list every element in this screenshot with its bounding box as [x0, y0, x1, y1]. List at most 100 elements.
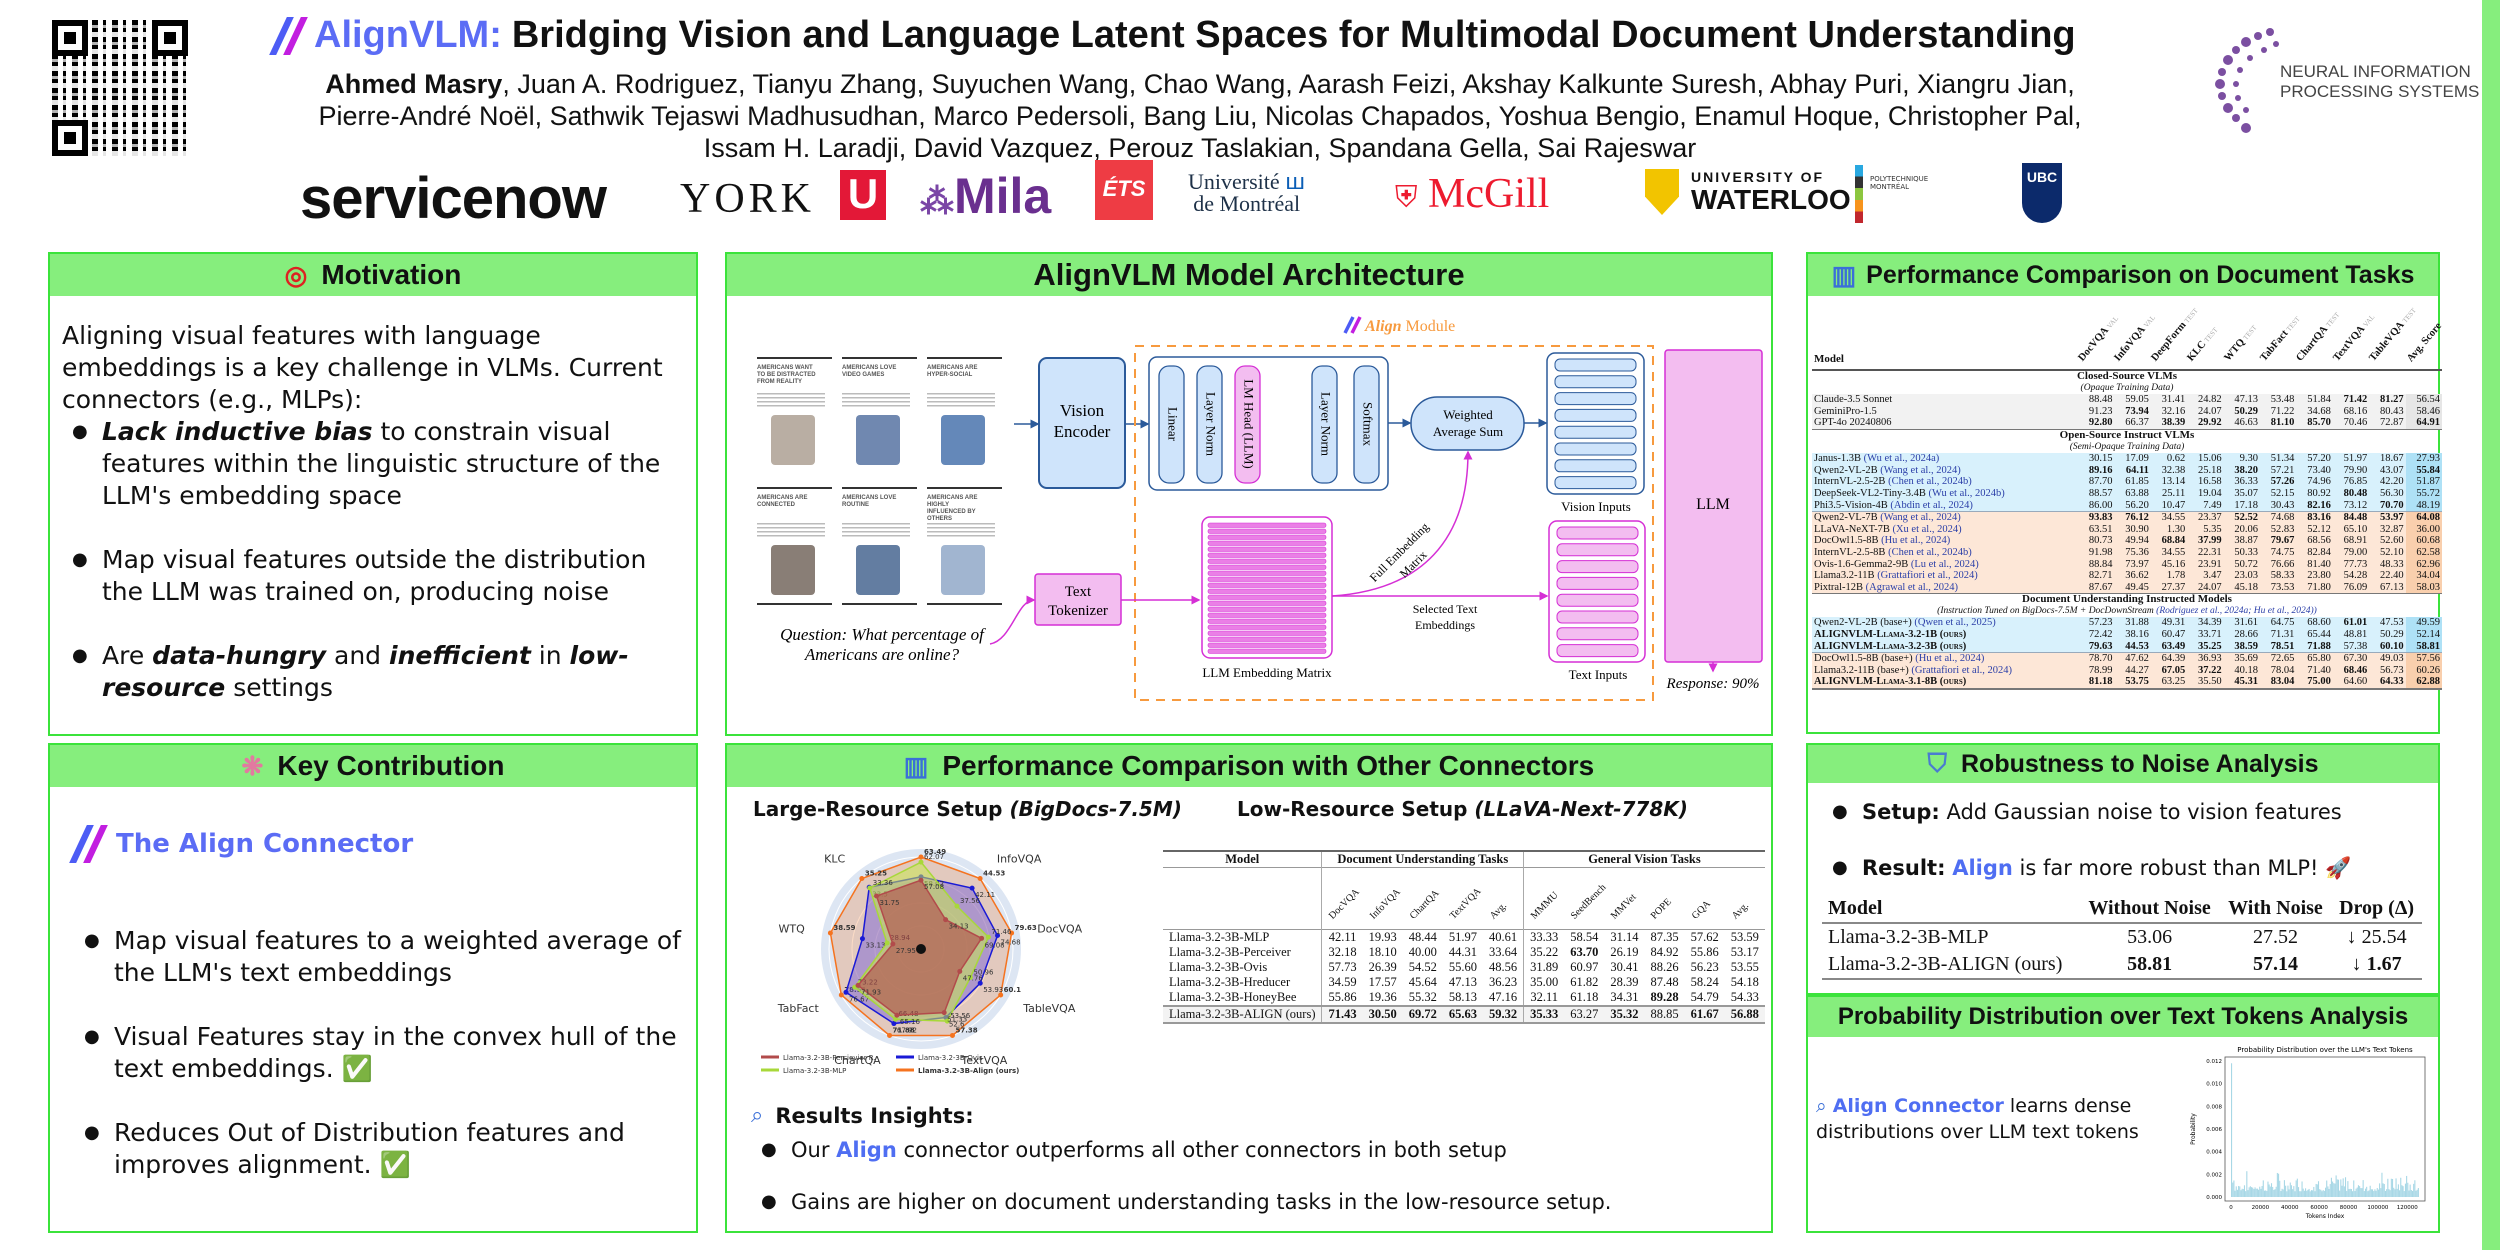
model-cell: ALIGNVLM-Llama-3.2-1B (ours): [1812, 629, 2079, 641]
infographic-heading: AMERICANS WANT: [757, 365, 813, 371]
radar-point: [843, 989, 849, 995]
ets-logo: ÉTS: [1095, 160, 1153, 220]
radar-point: [874, 893, 880, 899]
citation: (Grattafiori et al., 2024): [1877, 570, 1978, 582]
probability-bar: [2326, 1180, 2328, 1197]
citation: (Hu et al., 2024): [1915, 653, 1985, 665]
probability-header: Probability Distribution over Text Token…: [1808, 997, 2438, 1037]
value-cell: 43.07: [2369, 464, 2406, 477]
probability-bar: [2307, 1189, 2309, 1197]
citation: (Chen et al., 2024b): [1888, 546, 1972, 558]
selected-text-label: Selected Text: [1413, 602, 1478, 616]
robustness-header: ⛉ Robustness to Noise Analysis: [1808, 745, 2438, 783]
radar-value-label: 33.36: [873, 879, 894, 887]
value-cell: 45.18: [2223, 581, 2261, 594]
model-name: GeminiPro-1.5: [1814, 405, 1877, 417]
text-line: [842, 405, 910, 407]
text-line: [842, 401, 910, 403]
value-cell: 55.72: [2405, 487, 2442, 500]
chart-title: Probability Distribution over the LLM's …: [2237, 1046, 2413, 1054]
llm-label: LLM: [1696, 496, 1730, 513]
robustness-title: Robustness to Noise Analysis: [1961, 749, 2319, 778]
probability-bar: [2313, 1186, 2315, 1197]
divider: [757, 357, 832, 359]
probability-bar: [2278, 1173, 2280, 1197]
model-cell: Llama-3.2-3B-Ovis: [1163, 960, 1323, 975]
probability-bar: [2323, 1190, 2325, 1197]
probability-bar: [2343, 1186, 2345, 1197]
column-label: DocVQA: [1327, 886, 1363, 922]
value-cell: 9.30: [2223, 453, 2261, 465]
infographic-image: [941, 415, 985, 465]
performance-panel: ▥ Performance Comparison on Document Tas…: [1806, 252, 2444, 734]
radar-point: [892, 1016, 898, 1022]
radar-value-label: 74.68: [1001, 939, 1021, 947]
table-row: Llama3.2-11B (Grattafiori et al., 2024)8…: [1812, 570, 2442, 582]
probability-bar: [2390, 1178, 2392, 1197]
value-cell: 88.85: [1650, 1007, 1679, 1021]
probability-bar: [2354, 1191, 2356, 1197]
radar-point: [995, 933, 1001, 939]
embedding-row: [1207, 618, 1327, 624]
text-token: [1556, 560, 1639, 574]
ubc-logo: UBC: [2022, 163, 2062, 223]
infographic-heading: HIGHLY: [927, 502, 949, 508]
value-cell: 57.21: [2260, 464, 2297, 477]
value-cell: 82.16: [2296, 499, 2333, 512]
value-cell: 57.20: [2296, 453, 2333, 465]
probability-bar: [2341, 1185, 2343, 1197]
layer-block: [1353, 365, 1380, 484]
x-tick-label: 60000: [2310, 1205, 2328, 1211]
york-u-logo: U: [840, 170, 886, 220]
value-cell: 59.32: [1482, 1006, 1525, 1023]
neurips-dots-icon: [2215, 28, 2279, 133]
probability-bar: [2253, 1189, 2255, 1197]
value-cell: 68.46: [2332, 664, 2370, 677]
text-line: [757, 523, 825, 525]
value-cell: 1.78: [2150, 570, 2188, 582]
value-cell: 68.16: [2332, 405, 2370, 418]
text-token: [1556, 627, 1639, 641]
model-name: Janus-1.3B: [1814, 453, 1861, 465]
value-cell: 33.71: [2187, 629, 2224, 641]
insights-heading: ⌕ Results Insights:: [751, 1103, 974, 1128]
model-name: ALIGNVLM-Llama-3.2-3B (ours): [1814, 640, 1967, 652]
poster-title: AlignVLM: Bridging Vision and Language L…: [269, 14, 2110, 57]
probability-bar: [2309, 1191, 2311, 1197]
radar-value-label: 33.13: [865, 942, 885, 950]
value-cell: 65.10: [2332, 523, 2370, 536]
value-cell: 29.92: [2187, 417, 2224, 430]
infographic-heading: AMERICANS ARE: [757, 495, 807, 501]
radar-point: [957, 968, 963, 974]
probability-bar: [2353, 1180, 2355, 1197]
value-cell: 88.48: [2078, 394, 2115, 406]
qr-code[interactable]: [52, 20, 188, 156]
model-cell: DeepSeek-VL2-Tiny-3.4B (Wu et al., 2024b…: [1812, 487, 2079, 500]
model-cell: LLaVA-NeXT-7B (Xu et al., 2024): [1812, 523, 2079, 536]
probability-bar: [2299, 1191, 2301, 1197]
value-cell: 62.88: [2405, 676, 2442, 690]
value-cell: 52.60: [2369, 535, 2406, 547]
probability-bar: [2286, 1191, 2288, 1197]
column-label: Avg.: [1487, 900, 1509, 922]
embedding-row: [1207, 624, 1327, 630]
table-row: InternVL-2.5-2B (Chen et al., 2024b)87.7…: [1812, 476, 2442, 488]
value-cell: 64.08: [2405, 511, 2442, 524]
header-cell: MMVet: [1604, 868, 1644, 930]
value-cell: 73.40: [2296, 464, 2333, 477]
model-name: InternVL-2.5-8B: [1814, 546, 1886, 558]
probability-bar: [2356, 1187, 2358, 1197]
column-label: POPE: [1649, 896, 1675, 922]
weighted-label: Average Sum: [1433, 424, 1503, 439]
motivation-intro: Aligning visual features with language e…: [62, 321, 663, 414]
plot-area: [2224, 1056, 2426, 1202]
value-cell: 35.69: [2223, 652, 2261, 665]
right-edge-strip: [2482, 0, 2500, 1250]
value-cell: 34.39: [2187, 617, 2224, 630]
layer-label: LM Head (LLM): [1242, 379, 1257, 469]
probability-bar: [2386, 1189, 2388, 1197]
